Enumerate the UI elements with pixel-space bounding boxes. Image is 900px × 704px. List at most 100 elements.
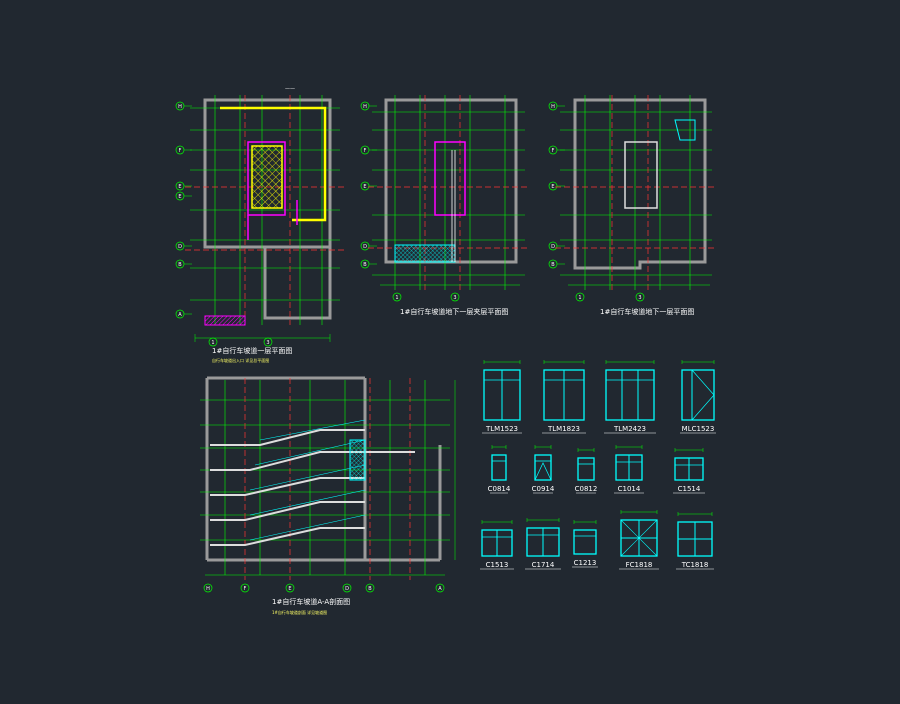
axis-label: A [178, 312, 182, 318]
note: —— [285, 86, 295, 92]
window-elevation[interactable]: MLC1523 [680, 360, 716, 434]
window-elevation[interactable]: C1213 [572, 520, 598, 568]
axis-bubble: E [175, 191, 185, 201]
axis-label: H [178, 104, 182, 110]
axis-bubble: D [175, 241, 185, 251]
axis-bubble: A [175, 309, 185, 319]
axis-bubble: E [360, 181, 370, 191]
axis-label: F [552, 148, 555, 154]
axis-bubble: B [360, 259, 370, 269]
axis-label: B [178, 262, 182, 268]
plan-basement[interactable]: H F E DB 1 3 1#自行车坡道地下一层平面图 [548, 95, 715, 316]
axis-label: B [368, 586, 372, 592]
axis-label: E [178, 194, 181, 200]
outer-wall-lower [263, 247, 332, 320]
entrance-hatch [204, 315, 246, 326]
axis-label: A [438, 586, 442, 592]
plan-first-floor[interactable]: H F EE D B A 1 3 [175, 86, 345, 363]
axis-label: F [179, 148, 182, 154]
axis-bubble: 1 [575, 292, 585, 302]
plan-title: 1#自行车坡道地下一层平面图 [600, 307, 694, 316]
ramp-edge [220, 106, 327, 222]
opening-outline [434, 141, 466, 216]
axis-bubble: 1 [208, 337, 218, 347]
plan-title: 1#自行车坡道地下一层夹层平面图 [400, 307, 508, 316]
axis-label: D [178, 244, 182, 250]
window-label: TLM2423 [613, 425, 646, 433]
plan-first-floor-axes: H F EE D B A 1 3 [175, 101, 273, 347]
plan-basement-axes: H F E DB 1 3 [548, 101, 645, 302]
window-label: TLM1523 [485, 425, 518, 433]
axis-bubble: 3 [450, 292, 460, 302]
axis-bubble: 3 [263, 337, 273, 347]
axis-lines [555, 95, 715, 290]
axis-lines [185, 95, 345, 325]
window-label: TC1818 [681, 561, 709, 569]
window-label: C1714 [532, 561, 555, 569]
window-elevation[interactable]: TLM1823 [542, 360, 586, 434]
plan-title: 1#自行车坡道一层平面图 [212, 346, 292, 355]
window-label: C1014 [618, 485, 641, 493]
window-elevation[interactable]: C1714 [525, 518, 561, 570]
section-axis-lines [244, 378, 411, 580]
window-label: C1513 [486, 561, 509, 569]
axis-bubble: B [365, 583, 375, 593]
slab-hatch [394, 244, 456, 263]
section-dimensions [205, 380, 456, 576]
outer-wall [384, 98, 518, 264]
window-elevation[interactable]: TLM2423 [604, 360, 656, 434]
axis-bubble: H [548, 101, 558, 111]
window-elevation[interactable]: TC1818 [676, 512, 714, 570]
axis-bubble: F [175, 145, 185, 155]
axis-bubble: D [548, 241, 558, 251]
axis-label: H [551, 104, 555, 110]
axis-bubble: F [360, 145, 370, 155]
axis-label: E [288, 586, 291, 592]
axis-label: F [244, 586, 247, 592]
window-elevation[interactable]: C1514 [673, 448, 705, 494]
axis-label: E [363, 184, 366, 190]
core-outline [624, 141, 658, 209]
window-label: C1514 [678, 485, 701, 493]
axis-bubble: B [548, 259, 558, 269]
plan-subtitle: 自行车坡道出入口 详见总平面图 [212, 357, 269, 363]
axis-bubble: A [435, 583, 445, 593]
axis-label: D [363, 244, 367, 250]
window-elevation[interactable]: C1513 [480, 520, 514, 570]
axis-bubble: E [175, 181, 185, 191]
axis-bubble: B [175, 259, 185, 269]
axis-label: 1 [578, 295, 581, 301]
axis-bubble: F [548, 145, 558, 155]
axis-label: D [345, 586, 349, 592]
window-label: FC1818 [626, 561, 653, 569]
axis-bubble: E [285, 583, 295, 593]
axis-bubble: D [360, 241, 370, 251]
window-elevation[interactable]: C0812 [575, 448, 598, 494]
outer-wall [203, 98, 332, 249]
axis-label: F [364, 148, 367, 154]
window-elevation[interactable]: C0814 [488, 445, 511, 494]
window-elevation[interactable]: FC1818 [619, 510, 659, 570]
axis-bubble: E [548, 181, 558, 191]
section-subtitle: 1#自行车坡道剖面 详见坡道图 [272, 609, 327, 615]
axis-bubble: 3 [635, 292, 645, 302]
window-label: C1213 [574, 559, 597, 567]
axis-label: H [363, 104, 367, 110]
window-elevation[interactable]: TLM1523 [482, 360, 522, 434]
window-elevation[interactable]: C1014 [614, 445, 644, 494]
axis-bubble: 1 [392, 292, 402, 302]
axis-bubble: F [240, 583, 250, 593]
axis-label: 3 [453, 295, 456, 301]
stair-hatch [349, 439, 366, 481]
ramp-handrails [249, 419, 366, 541]
window-elevation[interactable]: C0914 [532, 445, 555, 494]
axis-bubble: D [342, 583, 352, 593]
grid-lines [560, 95, 712, 290]
door-swing [674, 119, 696, 141]
outer-wall [573, 98, 707, 270]
